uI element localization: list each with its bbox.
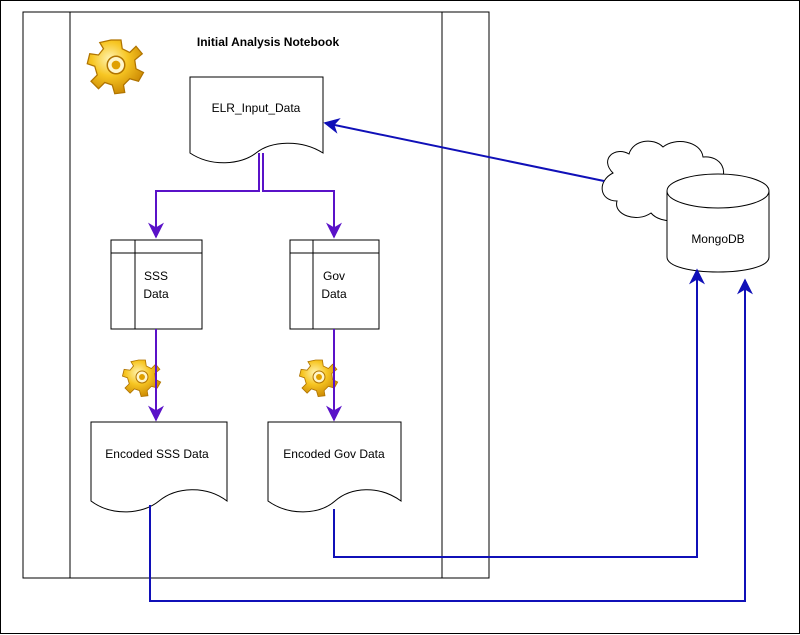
encoded-sss-data-document[interactable]: Encoded SSS Data (90, 421, 228, 513)
sss-data-table[interactable]: SSS Data (110, 239, 203, 330)
notebook-title: Initial Analysis Notebook (197, 35, 340, 49)
database-icon (666, 191, 770, 273)
mongodb-label: MongoDB (691, 232, 744, 246)
encoded-gov-data-document[interactable]: Encoded Gov Data (267, 421, 402, 513)
mongodb-database[interactable]: MongoDB (666, 173, 770, 273)
gov-data-table[interactable]: Gov Data (289, 239, 380, 330)
document-icon (90, 421, 228, 513)
encoded-gov-data-label: Encoded Gov Data (283, 447, 385, 461)
edge-cloud-to-input (323, 118, 605, 182)
edge-encoded-sss-to-mongodb (149, 278, 753, 602)
edge-encoded-gov-to-mongodb (333, 268, 705, 558)
edge-input-to-sss (148, 153, 260, 239)
table-icon (110, 239, 203, 330)
encoded-sss-data-label: Encoded SSS Data (105, 447, 209, 461)
sss-data-label-line2: Data (143, 287, 169, 301)
gov-data-label-line2: Data (321, 287, 347, 301)
document-icon (267, 421, 402, 513)
elr-input-data-document[interactable]: ELR_Input_Data (189, 76, 324, 164)
elr-input-data-label: ELR_Input_Data (212, 101, 301, 115)
document-icon (189, 76, 324, 164)
edge-input-to-gov (262, 153, 342, 239)
gov-data-label-line1: Gov (323, 269, 345, 283)
sss-data-label-line1: SSS (144, 269, 168, 283)
